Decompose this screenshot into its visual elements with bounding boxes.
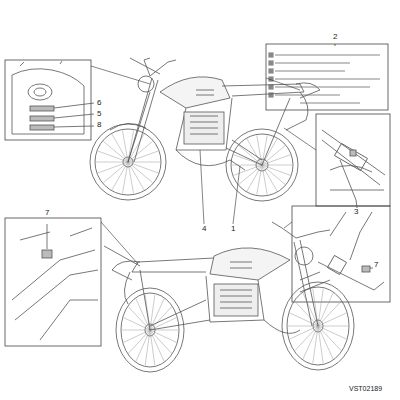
frame-detail — [12, 224, 98, 340]
wheel-spoke — [318, 313, 346, 326]
wheel-spoke — [122, 330, 150, 331]
wheel-spoke — [103, 162, 128, 183]
tank-detail — [12, 61, 94, 134]
wheel-spoke — [103, 141, 128, 162]
wheel-spoke — [124, 330, 150, 342]
top-motorcycle — [90, 58, 320, 201]
wheel-spoke — [295, 326, 318, 350]
wheel-spoke — [234, 155, 262, 165]
wheel-spoke — [136, 330, 150, 361]
wheel-spoke — [128, 141, 153, 162]
leader-lines — [91, 66, 316, 264]
callout-number: 4 — [201, 225, 207, 233]
wheel-spoke — [262, 146, 285, 165]
wheel-spoke — [262, 155, 290, 165]
wheel-spoke — [128, 151, 158, 162]
bottom-motorcycle — [104, 222, 354, 372]
callout-number: 3 — [353, 208, 359, 216]
wheel-spoke — [262, 165, 292, 166]
wheel-spoke — [128, 162, 153, 183]
wheel-spoke — [318, 326, 346, 339]
inset-frame — [5, 218, 101, 346]
wheel-spoke — [318, 326, 341, 350]
wheel-spoke — [295, 302, 318, 326]
wheel-spoke — [234, 165, 262, 175]
wheel-spoke — [290, 313, 318, 326]
wheel-spoke — [247, 165, 262, 191]
wheel-spoke — [288, 326, 318, 327]
inset-frame — [316, 114, 390, 206]
wheel-spoke — [129, 330, 150, 353]
wheel-spoke — [128, 162, 134, 194]
wheel-spoke — [262, 165, 290, 175]
wheel-spoke — [122, 130, 128, 162]
wheel-spoke — [303, 326, 318, 359]
wheel-spoke — [318, 293, 333, 326]
callout-number: 5 — [96, 110, 102, 118]
callout-number: 6 — [96, 99, 102, 107]
wheel-spoke — [262, 165, 267, 195]
shock-detail — [322, 130, 385, 208]
wheel-spoke — [150, 330, 155, 365]
wheel-spoke — [150, 330, 176, 342]
wheel-spoke — [262, 139, 277, 165]
wheel-spoke — [150, 307, 171, 330]
wheel-spoke — [128, 162, 158, 173]
inset-frame — [292, 206, 390, 302]
wheel-spoke — [96, 162, 128, 163]
warning-label-panel — [266, 44, 388, 110]
wheel-spoke — [150, 330, 171, 353]
callout-number: 7 — [44, 209, 50, 217]
inset-frame — [5, 60, 91, 140]
wheel-spoke — [262, 165, 285, 184]
wheel-spoke — [257, 135, 262, 165]
callout-number: 8 — [96, 121, 102, 129]
wheel-spoke — [98, 162, 128, 173]
label-text-lines — [269, 53, 380, 103]
callout-number: 7 — [373, 261, 379, 269]
handlebar-detail — [300, 212, 384, 292]
wheel-spoke — [124, 318, 150, 330]
wheel-spoke — [318, 326, 348, 327]
callout-number: 1 — [230, 225, 236, 233]
callout-number: 2 — [332, 33, 338, 41]
figure-code: VST02189 — [348, 385, 383, 392]
wheel-spoke — [128, 162, 160, 163]
wheel-spoke — [112, 162, 128, 190]
wheel-spoke — [318, 326, 323, 363]
wheel-spoke — [128, 134, 144, 162]
wheel-spoke — [98, 151, 128, 162]
wheel-spoke — [318, 302, 341, 326]
